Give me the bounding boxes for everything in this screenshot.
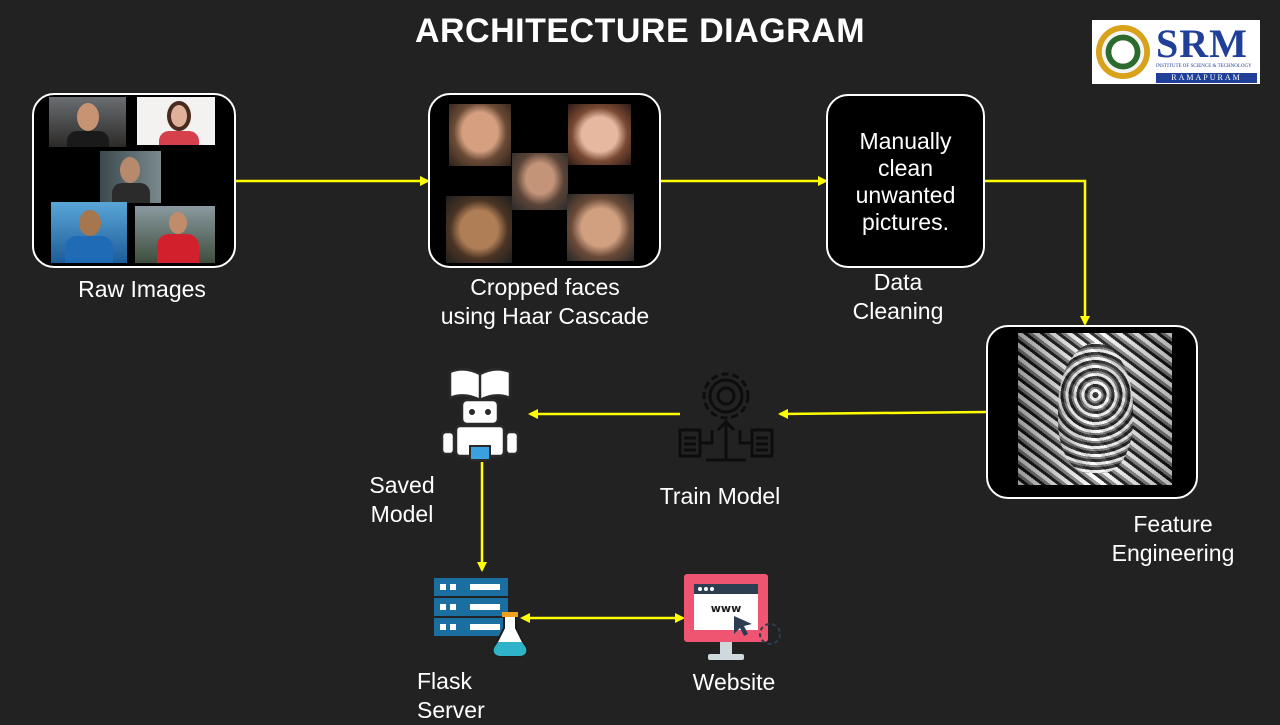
website-label: Website	[692, 669, 776, 695]
face-3	[512, 153, 568, 210]
feature-engineering-box	[986, 325, 1198, 499]
raw-photo-3	[100, 151, 161, 203]
saved-model-label-line2: Model	[370, 501, 434, 527]
cleaning-text-4: pictures.	[862, 209, 949, 235]
face-2	[568, 104, 631, 165]
book-robot-icon	[440, 368, 520, 461]
cropped-faces-box	[428, 93, 661, 268]
website-screen-text: www	[711, 602, 742, 615]
feature-engineering-label: Feature Engineering	[1098, 510, 1248, 568]
cropped-faces-label: Cropped faces using Haar Cascade	[410, 273, 680, 331]
cropped-faces-label-line2: using Haar Cascade	[440, 303, 650, 329]
flask-server-label-line1: Flask	[417, 668, 472, 694]
cleaning-text-2: clean	[878, 155, 933, 181]
train-model-label: Train Model	[659, 483, 781, 509]
logo-subtitle: INSTITUTE OF SCIENCE & TECHNOLOGY	[1156, 64, 1252, 69]
raw-photo-1	[49, 97, 126, 147]
data-cleaning-label-line1: Data	[873, 269, 923, 295]
flask-server-label: Flask Server	[400, 667, 507, 725]
data-cleaning-label: Data Cleaning	[818, 268, 978, 326]
raw-images-box	[32, 93, 236, 268]
arrow-cleaning-to-feature	[985, 179, 1090, 326]
feature-engineering-label-line2: Engineering	[1111, 540, 1235, 566]
cropped-faces-label-line1: Cropped faces	[470, 274, 620, 300]
data-cleaning-box: Manually clean unwanted pictures.	[826, 94, 985, 268]
raw-photo-2	[137, 97, 215, 145]
saved-model-label-line1: Saved	[369, 472, 435, 498]
server-flask-icon	[434, 578, 528, 657]
browser-monitor-icon: www	[684, 574, 781, 660]
face-1	[449, 104, 511, 166]
flask-server-label-line2: Server	[417, 697, 485, 723]
page-title: ARCHITECTURE DIAGRAM	[414, 12, 866, 50]
gear-gears-icon	[678, 372, 774, 462]
face-4	[446, 196, 512, 263]
raw-photo-4	[51, 202, 127, 263]
feature-engineering-label-line1: Feature	[1133, 511, 1213, 537]
cleaning-text-3: unwanted	[855, 182, 956, 208]
cleaning-text-1: Manually	[859, 128, 952, 154]
seal-icon	[1096, 25, 1150, 79]
saved-model-label: Saved Model	[352, 471, 452, 529]
feature-image	[1018, 333, 1172, 485]
arrow-feature-to-train	[778, 408, 987, 419]
data-cleaning-label-line2: Cleaning	[852, 298, 944, 324]
raw-images-label: Raw Images	[78, 276, 206, 302]
raw-photo-5	[135, 206, 215, 263]
face-5	[567, 194, 634, 261]
srm-logo: SRM INSTITUTE OF SCIENCE & TECHNOLOGY RA…	[1092, 20, 1260, 84]
logo-name: SRM	[1156, 21, 1248, 66]
logo-campus: RAMAPURAM	[1156, 73, 1257, 83]
